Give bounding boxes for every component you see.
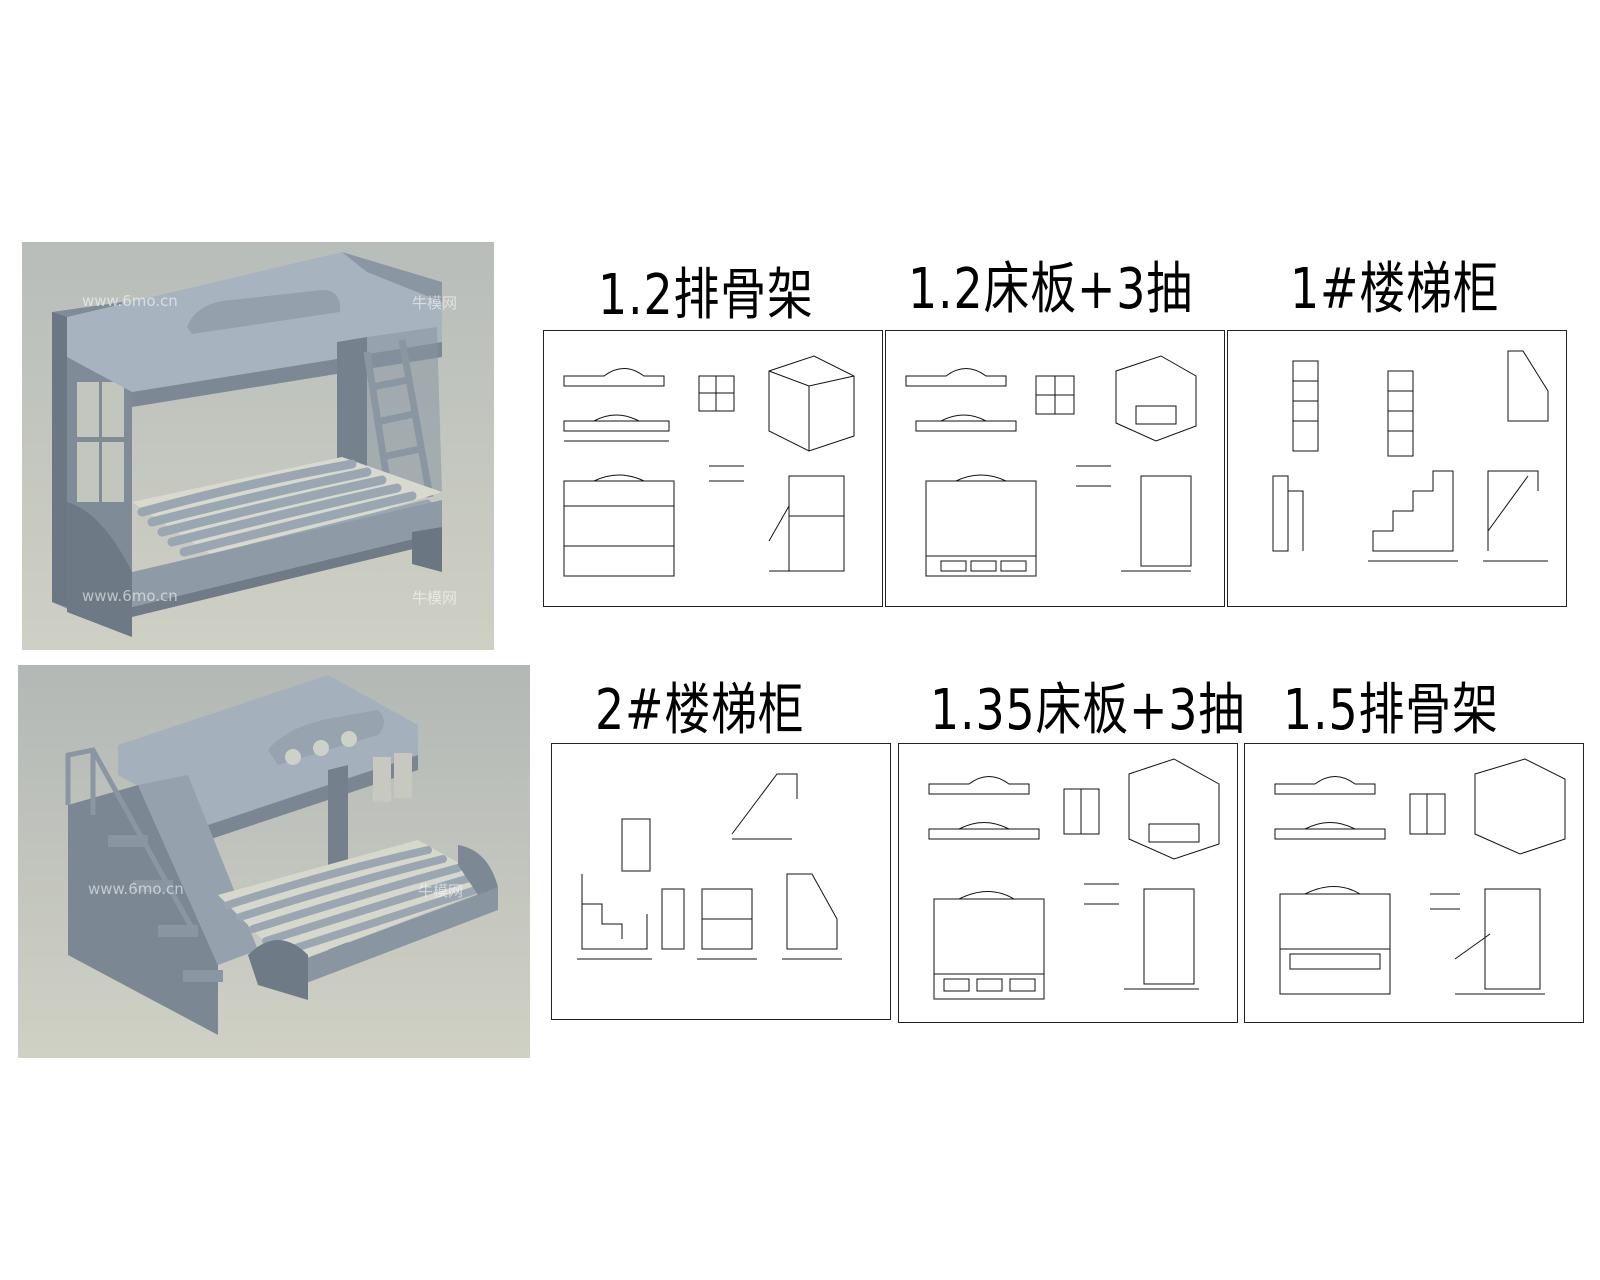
panel-title-2: 1.2床板+3抽 — [908, 257, 1194, 322]
panel-title-1: 1.2排骨架 — [598, 263, 814, 328]
drawing-sheet-6 — [1244, 743, 1584, 1023]
panel-title-6: 1.5排骨架 — [1283, 678, 1499, 743]
bunk-bed-render-bottom: www.6mo.cn 牛模网 — [18, 665, 530, 1058]
panel-title-3: 1#楼梯柜 — [1290, 257, 1500, 322]
drawing-sheet-5 — [898, 743, 1238, 1023]
drawing-sheet-3 — [1227, 330, 1567, 607]
drawing-sheet-4 — [551, 743, 891, 1020]
drawing-sheet-4-art — [577, 773, 842, 960]
drawing-sheet-6-art — [1274, 758, 1566, 995]
panel-title-4: 2#楼梯柜 — [595, 678, 805, 743]
drawing-sheet-1-art — [563, 355, 855, 577]
drawing-sheet-3-art — [1272, 350, 1549, 562]
watermark-site: www.6mo.cn — [82, 292, 178, 310]
bunk-bed-render-bottom-svg — [65, 675, 498, 1035]
bunk-bed-render-top: www.6mo.cn 牛模网 www.6mo.cn 牛模网 — [22, 242, 494, 650]
drawing-sheet-2-art — [905, 355, 1197, 577]
drawing-sheet-1 — [543, 330, 883, 607]
watermark-site: www.6mo.cn — [88, 880, 184, 898]
panel-title-5: 1.35床板+3抽 — [930, 678, 1246, 743]
watermark-brand: 牛模网 — [412, 589, 458, 607]
bunk-bed-render-top-svg — [52, 252, 442, 637]
watermark-brand: 牛模网 — [418, 882, 464, 900]
watermark-brand: 牛模网 — [412, 294, 458, 312]
watermark-site: www.6mo.cn — [82, 587, 178, 605]
drawing-sheet-5-art — [928, 758, 1220, 1000]
drawing-sheet-2 — [885, 330, 1225, 607]
